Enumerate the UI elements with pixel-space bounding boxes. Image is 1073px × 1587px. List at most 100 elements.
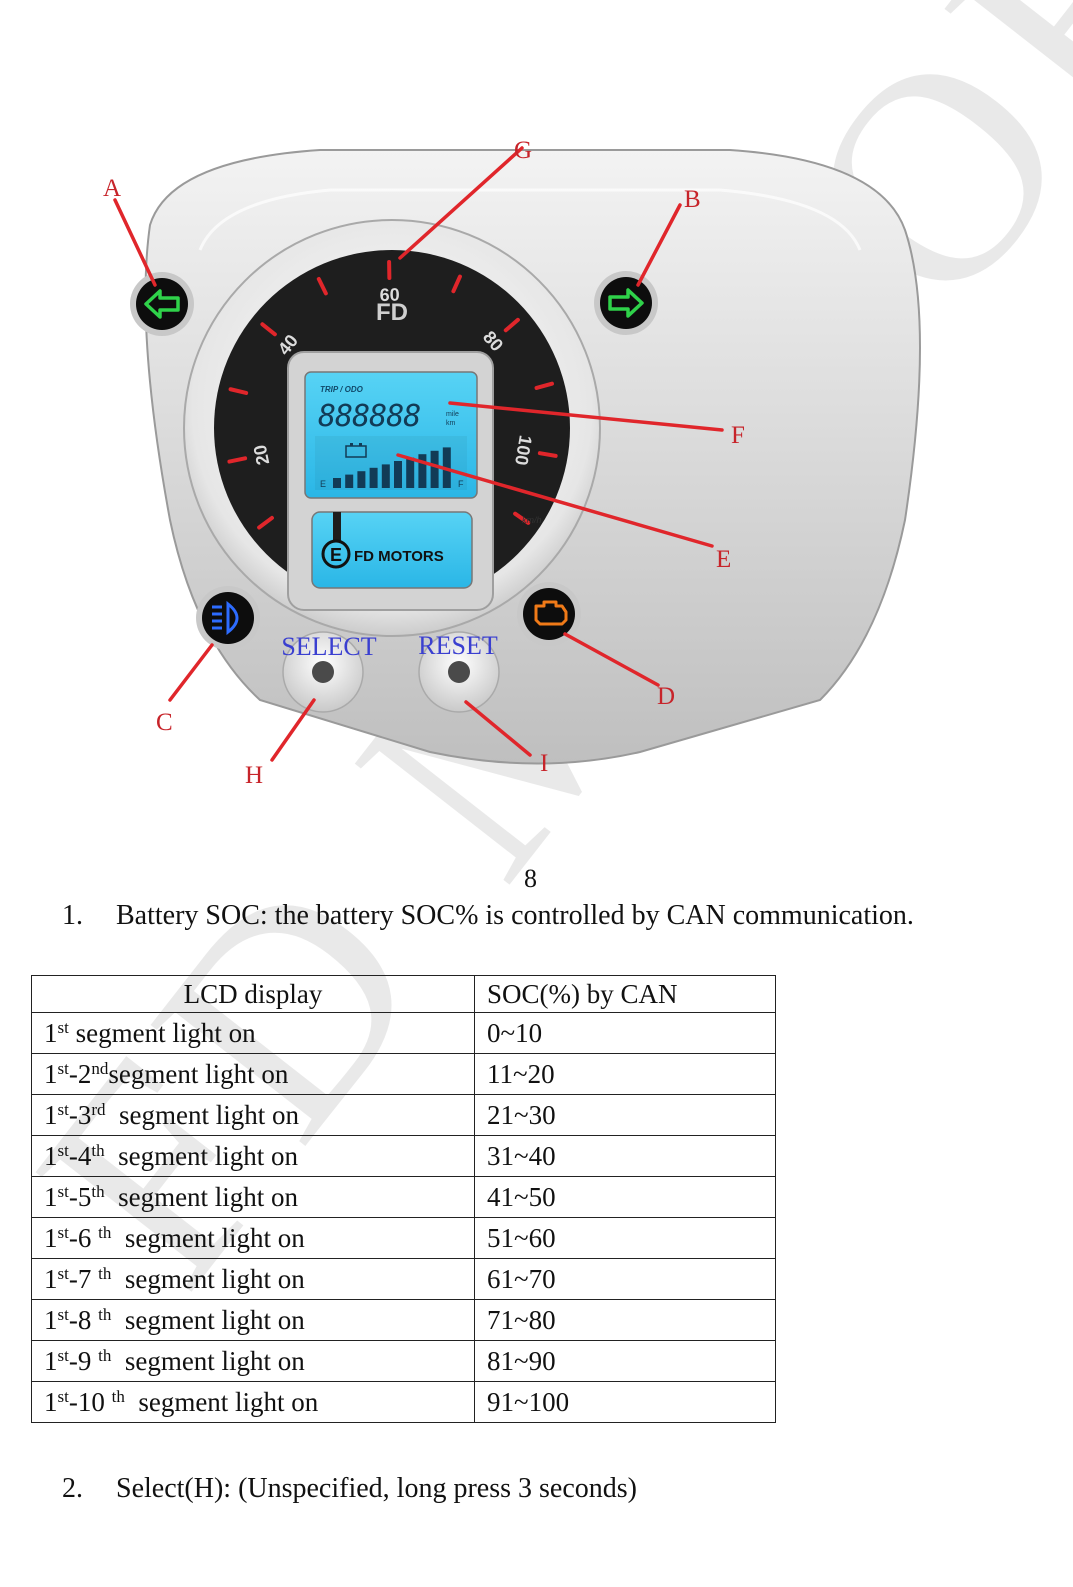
segment-end-suffix: th [111, 1386, 125, 1406]
segment-start: 1 [44, 1099, 58, 1130]
segment-start: 1 [44, 1386, 58, 1417]
lcd-display-cell: 1st-4th segment light on [31, 1135, 475, 1177]
segment-start-suffix: st [57, 1017, 69, 1037]
dial-tick [503, 317, 520, 333]
lcd-display-cell: 1st-2ndsegment light on [31, 1053, 475, 1095]
segment-start: 1 [44, 1017, 58, 1048]
soc-table: LCD display SOC(%) by CAN 1st segment li… [31, 975, 776, 1423]
header-soc: SOC(%) by CAN [474, 975, 776, 1013]
dial-tick [537, 451, 558, 458]
segment-start: 1 [44, 1263, 58, 1294]
segment-start-suffix: st [57, 1140, 69, 1160]
lcd-display-cell: 1st-8 th segment light on [31, 1299, 475, 1341]
callout-g: G [514, 137, 532, 164]
battery-segment [357, 471, 366, 488]
soc-range-cell: 71~80 [474, 1299, 776, 1341]
section-1-number: 1. [62, 900, 83, 931]
battery-segment [394, 461, 402, 488]
dial-tick-label: 20 [250, 443, 274, 467]
segment-text: segment light on [104, 1140, 299, 1171]
header-lcd-display: LCD display [31, 975, 475, 1013]
segment-start: 1 [44, 1304, 58, 1335]
table-header-row: LCD display SOC(%) by CAN [31, 975, 776, 1013]
segment-end: -7 [68, 1263, 99, 1294]
segment-start: 1 [44, 1345, 58, 1376]
battery-icon [345, 443, 367, 458]
battery-segment [345, 474, 354, 488]
lcd-display-cell: 1st-9 th segment light on [31, 1340, 475, 1382]
segment-end: -2 [68, 1058, 92, 1089]
segment-text: segment light on [111, 1345, 305, 1376]
callout-c: C [156, 709, 173, 736]
section-2-heading: 2.Select(H): (Unspecified, long press 3 … [62, 1473, 637, 1505]
callout-h: H [245, 762, 263, 789]
segment-end-suffix: th [91, 1140, 105, 1160]
fd-logo-icon: E [321, 539, 351, 569]
lcd-display-cell: 1st segment light on [31, 1012, 475, 1054]
soc-range-cell: 21~30 [474, 1094, 776, 1136]
lcd-display-cell: 1st-6 th segment light on [31, 1217, 475, 1259]
headlight-icon [212, 600, 239, 636]
dashboard-figure: 020406080100120 FD TRIP / ODO 888888 mil… [103, 137, 921, 789]
segment-start-suffix: st [57, 1386, 69, 1406]
segment-start-suffix: st [57, 1345, 69, 1365]
dial-tick [316, 277, 328, 296]
soc-range-cell: 31~40 [474, 1135, 776, 1177]
segment-end-suffix: th [98, 1263, 112, 1283]
segment-end: -10 [68, 1386, 112, 1417]
segment-start: 1 [44, 1181, 58, 1212]
segment-start-suffix: st [57, 1222, 69, 1242]
callout-f: F [731, 422, 745, 449]
right-turn-indicator [594, 271, 658, 335]
callout-a: A [103, 175, 121, 202]
select-button[interactable] [282, 631, 364, 713]
segment-text: segment light on [111, 1222, 305, 1253]
dial-tick [260, 322, 277, 337]
right-arrow-icon [608, 288, 644, 318]
gauge-empty-label: E [320, 479, 326, 489]
soc-range-cell: 81~90 [474, 1340, 776, 1382]
segment-start: 1 [44, 1058, 58, 1089]
segment-start-suffix: st [57, 1099, 69, 1119]
engine-check-icon [534, 600, 568, 626]
soc-range-cell: 0~10 [474, 1012, 776, 1054]
speed-unit: km/h [522, 515, 542, 525]
left-turn-indicator [130, 272, 194, 336]
segment-start: 1 [44, 1222, 58, 1253]
battery-segment [333, 478, 341, 488]
brand-logo-text: FD MOTORS [354, 548, 444, 565]
segment-text: segment light on [104, 1181, 299, 1212]
headlight-indicator [196, 586, 260, 650]
segment-end-suffix: th [98, 1345, 112, 1365]
dial-tick [451, 274, 462, 294]
page-number: 8 [524, 864, 537, 893]
segment-end: -6 [68, 1222, 99, 1253]
reset-button-label: RESET [418, 631, 498, 660]
dial-tick [513, 511, 531, 525]
reset-button[interactable] [418, 631, 500, 713]
lcd-display-cell: 1st-10 th segment light on [31, 1381, 475, 1423]
odometer-digits: 888888 [318, 399, 420, 434]
callout-b: B [684, 186, 701, 213]
segment-text: segment light on [124, 1386, 319, 1417]
battery-segment [381, 464, 390, 488]
segment-end: -9 [68, 1345, 99, 1376]
soc-range-cell: 11~20 [474, 1053, 776, 1095]
svg-text:E: E [330, 545, 342, 565]
soc-range-cell: 51~60 [474, 1217, 776, 1259]
unit-km: km [446, 420, 456, 427]
dial-tick [257, 515, 274, 530]
segment-end: -5 [68, 1181, 92, 1212]
logo-panel [311, 511, 473, 589]
dial-brand: FD [376, 299, 408, 326]
segment-start-suffix: st [57, 1058, 69, 1078]
callout-leader-lines [113, 146, 724, 762]
segment-end-suffix: nd [91, 1058, 109, 1078]
dial-tick [534, 381, 554, 390]
gauge-full-label: F [458, 479, 464, 489]
lcd-display-cell: 1st-3rd segment light on [31, 1094, 475, 1136]
